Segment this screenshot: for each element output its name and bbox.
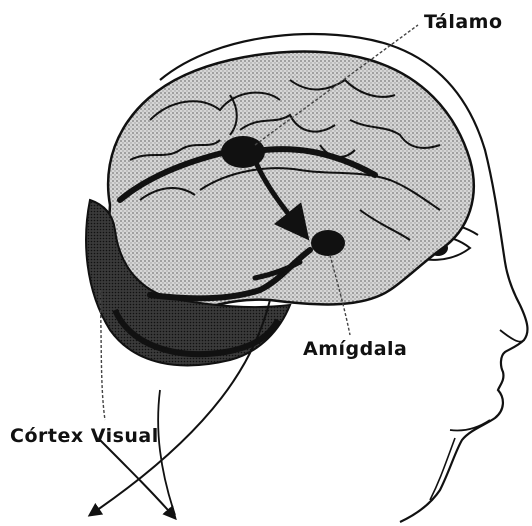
thalamus-node [221, 136, 265, 168]
cortex-visual-label: Córtex Visual [10, 425, 159, 447]
talamo-label: Tálamo [424, 11, 503, 33]
amygdala-node [311, 230, 345, 256]
amigdala-label: Amígdala [303, 338, 407, 360]
brain-shape [108, 52, 474, 320]
neck-back [158, 390, 175, 515]
chin-line [430, 438, 455, 500]
nose-line [500, 330, 524, 342]
